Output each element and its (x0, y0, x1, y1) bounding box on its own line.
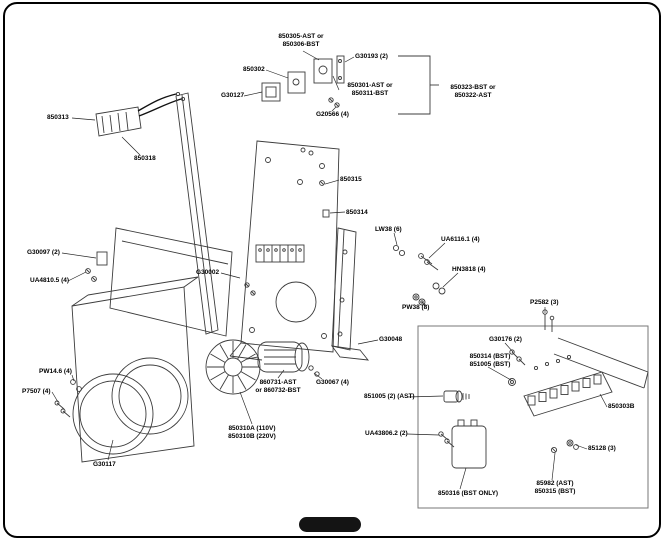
support-bracket-drawing (331, 227, 370, 361)
part-label-g30127: G30127 (221, 92, 245, 99)
left-panel-drawing (85, 227, 233, 337)
part-label-850315: 850315 (340, 176, 362, 183)
part-label-851005-ast: 851005 (2) (AST) (364, 393, 415, 400)
side-bracket-drawing (175, 92, 219, 335)
inset-detail-box-drawing (417, 309, 649, 509)
part-label-850302: 850302 (243, 66, 265, 73)
part-label-pw38: PW38 (8) (402, 304, 430, 311)
part-label-860731: 860731-AST or 860732-BST (255, 379, 301, 395)
switch-assembly-drawing (261, 55, 345, 108)
blower-enclosure-drawing (54, 276, 199, 463)
part-label-g30067: G30067 (4) (316, 379, 349, 386)
part-label-850301: 850301-AST or 850311-BST (347, 82, 393, 98)
part-label-850318: 850318 (134, 155, 156, 162)
part-label-g30176: G30176 (2) (489, 336, 522, 343)
part-label-lw38: LW38 (6) (375, 226, 402, 233)
wire-module-drawing (95, 91, 186, 137)
part-label-850314: 850314 (346, 209, 368, 216)
leader-lines (51, 50, 608, 490)
part-label-p2582: P2582 (3) (530, 299, 559, 306)
part-label-850323: 850323-BST or 850322-AST (450, 84, 496, 100)
callout-bracket (398, 55, 439, 115)
part-label-850310: 850310A (110V) 850310B (220V) (228, 425, 276, 441)
part-label-g30193: G30193 (2) (355, 53, 388, 60)
hardware-cluster-drawing (392, 244, 446, 306)
part-label-850314-bst: 850314 (BST) 851005 (BST) (469, 353, 511, 369)
part-label-g30097: G30097 (2) (27, 249, 60, 256)
back-panel-drawing (229, 140, 340, 361)
part-label-85128: 85128 (3) (588, 445, 616, 452)
brand-badge (299, 517, 361, 532)
part-label-850313: 850313 (47, 114, 69, 121)
part-label-g30002: G30002 (196, 269, 220, 276)
part-label-ua43806: UA43806.2 (2) (365, 430, 408, 437)
part-label-850305: 850305-AST or 850306-BST (278, 33, 324, 49)
part-label-850303b: 850303B (608, 403, 635, 410)
part-label-g30117: G30117 (93, 461, 116, 468)
part-label-ua4810: UA4810.5 (4) (30, 277, 70, 284)
part-label-ua6116: UA6116.1 (4) (441, 236, 480, 243)
fan-wheel-drawing (205, 339, 261, 395)
part-label-pw146: PW14.6 (4) (39, 368, 72, 375)
part-label-85982: 85982 (AST) 850315 (BST) (534, 480, 576, 496)
part-label-g30048: G30048 (379, 336, 403, 343)
part-label-p7507: P7507 (4) (22, 388, 51, 395)
motor-drawing (246, 341, 320, 377)
part-label-g20566: G20566 (4) (316, 111, 349, 118)
part-label-hn3818: HN3818 (4) (452, 266, 486, 273)
part-label-850316: 850316 (BST ONLY) (438, 490, 499, 497)
